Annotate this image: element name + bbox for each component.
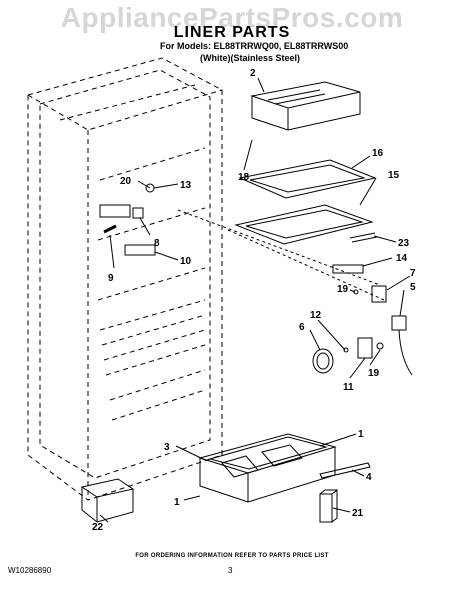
callout-21: 21: [352, 508, 364, 519]
page-title: LINER PARTS: [173, 24, 291, 41]
part-23-strip: [349, 232, 378, 243]
footer-note: FOR ORDERING INFORMATION REFER TO PARTS …: [135, 553, 329, 559]
part-frame-16: [238, 159, 377, 199]
liner-cabinet: [27, 57, 223, 501]
callout-20: 20: [120, 176, 132, 187]
callout-13: 13: [180, 180, 192, 191]
callout-23: 23: [398, 238, 410, 249]
callout-7: 7: [410, 268, 416, 279]
part-5-socket: [391, 315, 407, 331]
page-number: 3: [228, 566, 233, 575]
part-crisper-cover: [250, 81, 361, 131]
models-line-1: For Models: EL88TRRWQ00, EL88TRRWS00: [160, 41, 349, 51]
part-22-bin: [80, 478, 135, 523]
document-number: W10286890: [8, 566, 52, 575]
part-12-screw: [343, 347, 349, 353]
model-info: For Models: EL88TRRWQ00, EL88TRRWS00 (Wh…: [160, 40, 348, 64]
callout-19-lower: 19: [368, 368, 380, 379]
part-frame-15: [234, 204, 374, 245]
callout-6: 6: [299, 322, 305, 333]
part-4-rail: [319, 462, 371, 479]
part-9-pin: [103, 224, 117, 234]
watermark-logo: AppliancePartsPros.com: [60, 2, 404, 33]
callout-3: 3: [164, 442, 170, 453]
part-20-block: [99, 204, 131, 218]
part-21-block: [319, 489, 339, 523]
part-19b-screw: [376, 342, 384, 350]
part-7-switch: [371, 285, 387, 303]
part-11-housing: [357, 337, 373, 359]
callout-5: 5: [410, 282, 416, 293]
callout-10: 10: [180, 256, 192, 267]
models-line-2: (White)(Stainless Steel): [200, 53, 301, 63]
callout-1-upper: 1: [358, 429, 364, 440]
callout-16: 16: [372, 148, 384, 159]
callout-11: 11: [343, 382, 354, 393]
part-5-wire: [398, 329, 413, 376]
callout-4: 4: [366, 472, 372, 483]
callout-15: 15: [388, 170, 400, 181]
callout-18: 18: [238, 172, 250, 183]
part-10-bracket: [124, 244, 156, 256]
callout-8: 8: [154, 238, 160, 249]
callout-22: 22: [92, 522, 104, 533]
callout-12: 12: [310, 310, 322, 321]
callout-1-lower: 1: [174, 497, 180, 508]
callout-2: 2: [250, 68, 256, 79]
callout-14: 14: [396, 253, 408, 264]
callout-19-upper: 19: [337, 284, 349, 295]
part-6-knob: [312, 348, 334, 374]
callout-9: 9: [108, 273, 114, 284]
part-lower-drawer: [198, 433, 337, 503]
part-8-clip: [132, 207, 144, 219]
callout-labels: 2 16 15 18 20 13 8 10 9 23 14 7 19 5 12 …: [92, 68, 416, 533]
